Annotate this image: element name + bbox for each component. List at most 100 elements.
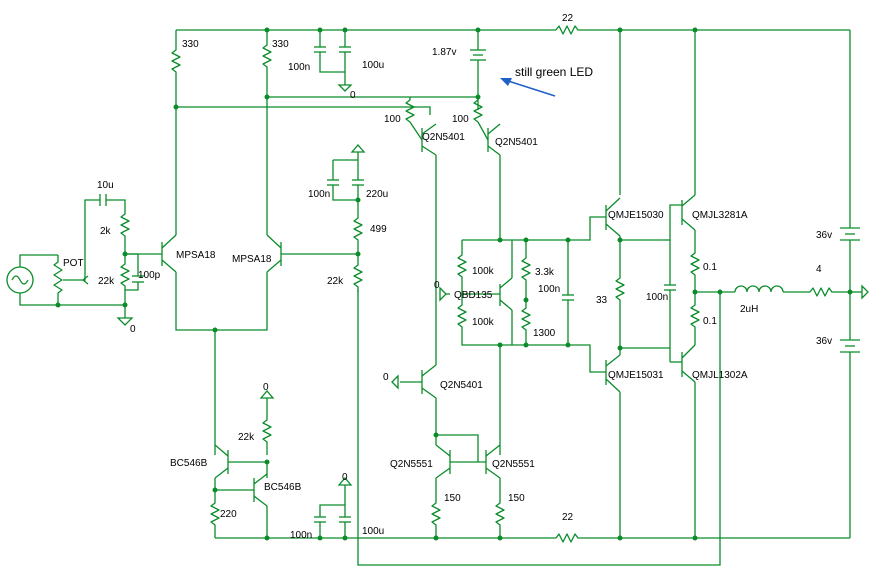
r499-label: 499	[370, 224, 387, 235]
supply-top-label: 36v	[816, 230, 832, 241]
q2n5551-b-label: Q2N5551	[492, 459, 535, 470]
r1300-label: 1300	[533, 328, 556, 339]
r22k-bias-label: 22k	[238, 432, 255, 443]
q2n5401-b-transistor	[477, 121, 501, 240]
r100-a-resistor	[405, 97, 415, 123]
q2n5401-a-transistor	[409, 121, 437, 360]
c220u-capacitor	[333, 144, 366, 215]
r01-bot-label: 0.1	[703, 316, 717, 327]
c100n-bot-capacitor	[314, 504, 345, 538]
r22k-feedback-resistor	[353, 254, 363, 292]
mjl1302-transistor	[670, 344, 696, 395]
c100p-label: 100p	[138, 270, 161, 281]
ground-out-label: 0	[342, 472, 348, 483]
r220-resistor	[210, 500, 220, 538]
qbd135-transistor	[439, 239, 568, 346]
mje15030-label: QMJE15030	[608, 210, 664, 221]
r1300-resistor	[521, 300, 531, 345]
feedback-wire	[357, 290, 721, 566]
q2n5401-c-label: Q2N5401	[440, 380, 483, 391]
output-terminal	[850, 284, 869, 300]
r22k-feedback-label: 22k	[327, 276, 344, 287]
r220-label: 220	[220, 509, 237, 520]
r01-top-label: 0.1	[703, 262, 717, 273]
junction-dots	[55, 27, 853, 541]
led-note-label: still green LED	[515, 65, 593, 79]
r150-left-label: 150	[444, 493, 461, 504]
c100n-out-capacitor	[664, 240, 676, 362]
r22-bot-label: 22	[562, 512, 574, 523]
r150-right-resistor	[495, 500, 505, 538]
r150-left-resistor	[431, 500, 441, 538]
c100n-top-label: 100n	[288, 62, 310, 73]
q2n5401-c-transistor	[391, 364, 437, 435]
r330-left-label: 330	[182, 39, 199, 50]
mje15030-transistor	[568, 197, 682, 275]
c100n-bot-label: 100n	[290, 530, 312, 541]
bc546-b-label: BC546B	[264, 482, 302, 493]
bc546-a-label: BC546B	[170, 458, 208, 469]
c100u-top-capacitor	[337, 30, 353, 92]
mpsa18-left-label: MPSA18	[176, 250, 216, 261]
mpsa18-right-transistor	[266, 234, 358, 273]
supply-bottom-battery	[840, 339, 860, 538]
c100n-vbe-label: 100n	[538, 284, 560, 295]
pot-label: POT	[63, 258, 84, 269]
r22-top-label: 22	[562, 13, 574, 24]
r2k-label: 2k	[100, 226, 112, 237]
led-voltage-label: 1.87v	[432, 47, 456, 58]
ground-bd-label: 0	[434, 280, 440, 291]
r3k3-label: 3.3k	[535, 267, 555, 278]
r499-resistor	[353, 215, 363, 254]
r100-a-label: 100	[384, 114, 401, 125]
r100-b-resistor	[473, 97, 483, 123]
c10u-capacitor	[99, 194, 126, 210]
q2n5401-b-label: Q2N5401	[495, 137, 538, 148]
c220u-label: 220u	[366, 189, 388, 200]
r22-top-resistor	[555, 25, 580, 35]
qbd135-label: QBD135	[454, 290, 493, 301]
c100n-mid-label: 100n	[308, 189, 330, 200]
c100n-mid-capacitor	[327, 160, 358, 201]
supply-top-battery	[840, 227, 860, 340]
r2k-resistor	[120, 210, 130, 254]
r100k-top-label: 100k	[472, 266, 495, 277]
inductor-label: 2uH	[740, 304, 758, 315]
supply-bottom-label: 36v	[816, 336, 832, 347]
r01-bot-resistor	[690, 292, 700, 345]
r22k-bias-resistor	[259, 390, 275, 455]
r22k-input-label: 22k	[98, 276, 115, 287]
pot-resistor	[53, 199, 100, 305]
mjl1302-label: QMJL1302A	[692, 370, 748, 381]
inductor-2uh	[734, 285, 810, 293]
mje15031-label: QMJE15031	[608, 370, 664, 381]
mjl3281-transistor	[681, 194, 696, 250]
ground-cur-label: 0	[383, 372, 389, 383]
current-mirror	[435, 434, 501, 500]
c100n-top-capacitor	[314, 30, 345, 73]
r01-top-resistor	[690, 250, 700, 292]
r330-mid-label: 330	[272, 39, 289, 50]
q2n5401-a-label: Q2N5401	[422, 132, 465, 143]
ground-symbol	[116, 317, 134, 326]
led-reference	[470, 30, 486, 110]
r330-mid-resistor	[262, 30, 272, 97]
led-note-arrow	[500, 78, 556, 97]
r3k3-resistor	[521, 240, 531, 300]
c100n-vbe-capacitor	[562, 240, 574, 345]
q2n5551-a-label: Q2N5551	[390, 459, 433, 470]
bc546-a-transistor	[214, 444, 268, 500]
r33-label: 33	[596, 295, 608, 306]
mpsa18-right-label: MPSA18	[232, 254, 272, 265]
r100k-bot-label: 100k	[472, 317, 495, 328]
r22k-input-resistor	[120, 254, 130, 305]
c100u-bot-label: 100u	[362, 526, 384, 537]
r4-label: 4	[816, 264, 822, 275]
ground-bias-label: 0	[263, 382, 269, 393]
signal-source	[6, 254, 125, 306]
bc546-b-transistor	[215, 473, 268, 538]
c100n-out-label: 100n	[646, 292, 668, 303]
ground-top-label: 0	[350, 90, 356, 101]
r100-b-label: 100	[452, 114, 469, 125]
